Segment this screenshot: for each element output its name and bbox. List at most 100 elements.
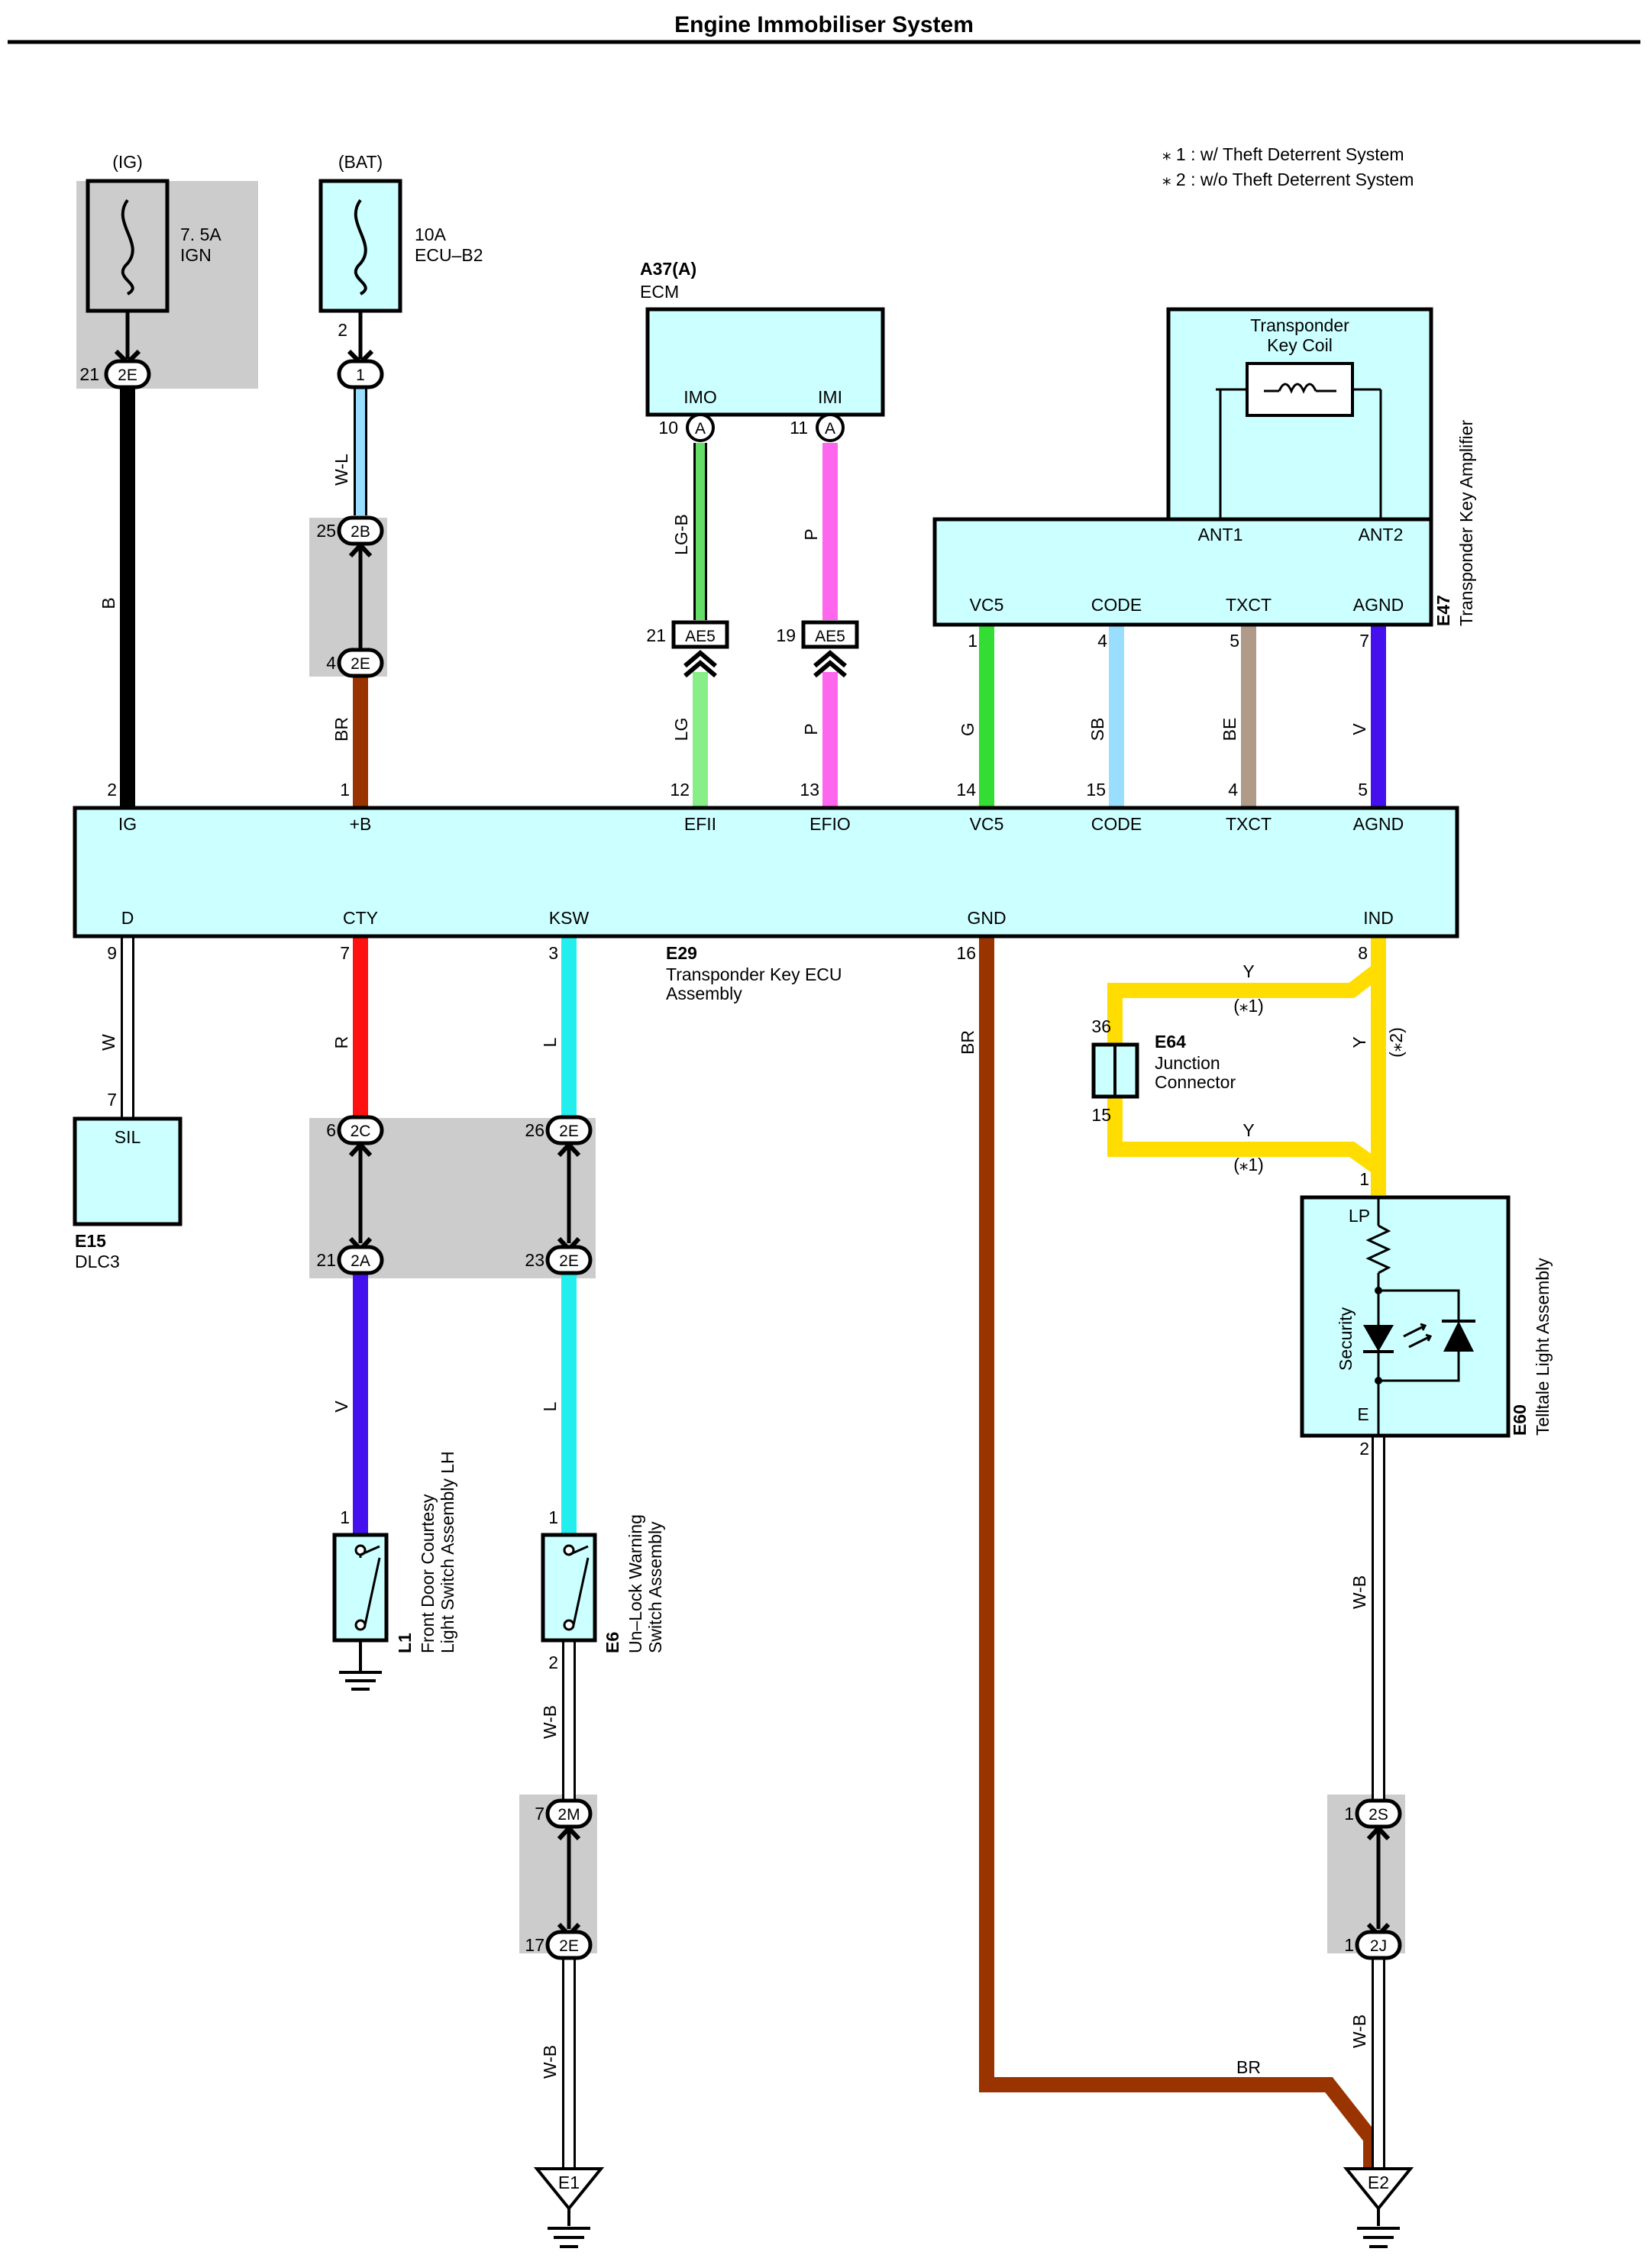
coil-icon xyxy=(1246,362,1354,417)
svg-text:VC5: VC5 xyxy=(970,595,1004,615)
svg-text:2: 2 xyxy=(1359,1439,1369,1459)
resistor-icon xyxy=(1365,1224,1391,1275)
svg-text:(⁎1): (⁎1) xyxy=(1233,996,1264,1016)
svg-text:2: 2 xyxy=(338,320,347,340)
svg-text:23: 23 xyxy=(525,1250,544,1270)
diode-icon xyxy=(1443,1321,1474,1352)
wire-gnd xyxy=(979,936,1378,2169)
svg-text:7: 7 xyxy=(1359,631,1369,651)
svg-text:EFIO: EFIO xyxy=(809,814,851,834)
svg-text:3: 3 xyxy=(548,943,558,963)
svg-text:21: 21 xyxy=(646,625,666,645)
junction-2m-2e: 2M 7 2E 17 xyxy=(525,1801,590,1958)
junction-2e-2e: 2E 26 2E 23 xyxy=(525,1117,590,1273)
svg-text:+B: +B xyxy=(350,814,372,834)
fuse-ecu-b2: (BAT) 10A ECU–B2 2 xyxy=(318,152,483,359)
note-2: ⁎ 2 : w/o Theft Deterrent System xyxy=(1162,170,1414,189)
svg-text:1: 1 xyxy=(1359,1169,1369,1189)
ecu-top-numbers: 2 1 12 13 14 15 4 5 xyxy=(107,780,1368,800)
ecu-bottom-pins: D CTY KSW GND IND xyxy=(121,908,1394,928)
svg-text:4: 4 xyxy=(1228,780,1238,800)
svg-text:7: 7 xyxy=(107,1090,117,1110)
svg-text:A37(A): A37(A) xyxy=(640,259,696,279)
svg-text:W: W xyxy=(99,1034,118,1051)
svg-text:Key Coil: Key Coil xyxy=(1267,335,1333,355)
led-icon xyxy=(1363,1325,1394,1352)
svg-text:(⁎1): (⁎1) xyxy=(1233,1155,1264,1174)
ecu-top-pins: IG +B EFII EFIO VC5 CODE TXCT AGND xyxy=(118,814,1404,834)
svg-text:L: L xyxy=(540,1037,560,1047)
wire-labels: B W-L BR LG-B P LG P G SB BE V W R L BR … xyxy=(99,454,1406,2079)
svg-text:L1: L1 xyxy=(395,1633,415,1653)
svg-text:Transponder Key ECU: Transponder Key ECU xyxy=(666,964,842,984)
svg-text:1: 1 xyxy=(356,367,365,384)
svg-text:4: 4 xyxy=(326,653,336,673)
transponder-amplifier: Transponder Key Coil ANT1 ANT2 VC5 CODE … xyxy=(932,307,1476,651)
svg-text:13: 13 xyxy=(800,780,819,800)
svg-text:(BAT): (BAT) xyxy=(338,152,383,172)
svg-text:LP: LP xyxy=(1349,1206,1370,1226)
svg-text:12: 12 xyxy=(670,780,690,800)
page-title: Engine Immobiliser System xyxy=(674,12,974,37)
svg-text:ECU–B2: ECU–B2 xyxy=(415,245,483,265)
svg-text:4: 4 xyxy=(1097,631,1107,651)
svg-text:7. 5A: 7. 5A xyxy=(180,225,221,244)
svg-text:E2: E2 xyxy=(1368,2173,1389,2192)
svg-text:LG: LG xyxy=(671,718,691,741)
svg-text:Un–Lock Warning: Un–Lock Warning xyxy=(625,1514,645,1653)
svg-text:2E: 2E xyxy=(559,1937,579,1955)
wire-jy-top xyxy=(1107,964,1384,1054)
svg-text:G: G xyxy=(958,722,977,736)
wires xyxy=(120,374,1386,2169)
svg-text:Transponder Key Amplifier: Transponder Key Amplifier xyxy=(1456,419,1476,626)
svg-text:5: 5 xyxy=(1358,780,1368,800)
svg-text:W-B: W-B xyxy=(1349,1575,1369,1609)
svg-text:Transponder: Transponder xyxy=(1250,315,1349,335)
svg-text:IGN: IGN xyxy=(180,245,212,265)
svg-text:W-B: W-B xyxy=(540,1705,560,1739)
junction-2b-2e: 2B 25 2E 4 xyxy=(316,518,382,676)
svg-text:17: 17 xyxy=(525,1935,544,1955)
svg-text:2E: 2E xyxy=(559,1123,579,1140)
svg-text:R: R xyxy=(331,1036,351,1049)
svg-text:ANT2: ANT2 xyxy=(1359,525,1404,544)
connector-1-bat: 1 xyxy=(339,349,382,387)
svg-text:7: 7 xyxy=(340,943,350,963)
svg-text:DLC3: DLC3 xyxy=(75,1252,120,1271)
svg-text:V: V xyxy=(1349,723,1369,735)
svg-text:25: 25 xyxy=(316,521,336,541)
svg-text:W-B: W-B xyxy=(540,2045,560,2079)
svg-text:1: 1 xyxy=(1344,1935,1354,1955)
svg-text:V: V xyxy=(331,1401,351,1413)
transponder-key-ecu: IG +B EFII EFIO VC5 CODE TXCT AGND 2 1 1… xyxy=(73,780,1459,1003)
svg-text:21: 21 xyxy=(316,1250,336,1270)
svg-text:W-B: W-B xyxy=(1349,2014,1369,2048)
svg-text:ANT1: ANT1 xyxy=(1198,525,1243,544)
svg-text:IMO: IMO xyxy=(683,387,716,407)
svg-text:BR: BR xyxy=(1236,2057,1261,2077)
svg-text:IMI: IMI xyxy=(818,387,842,407)
dlc3: 7 SIL E15 DLC3 xyxy=(73,1090,183,1271)
svg-text:Light Switch Assembly LH: Light Switch Assembly LH xyxy=(438,1451,457,1653)
svg-text:36: 36 xyxy=(1091,1016,1111,1036)
connector-ae5-efii: AE5 21 xyxy=(646,620,729,678)
svg-text:AGND: AGND xyxy=(1353,814,1404,834)
svg-text:7: 7 xyxy=(535,1804,544,1824)
svg-text:8: 8 xyxy=(1358,943,1368,963)
svg-text:Junction: Junction xyxy=(1155,1053,1220,1073)
svg-text:L: L xyxy=(540,1401,560,1411)
switch-l1: 1 L1 Front Door Courtesy Light Switch As… xyxy=(332,1451,457,1691)
svg-text:Y: Y xyxy=(1242,1120,1254,1140)
svg-text:BR: BR xyxy=(331,717,351,741)
svg-text:TXCT: TXCT xyxy=(1226,595,1272,615)
telltale-light-e60: 1 LP E Security 2 E60 Telltale Light Ass… xyxy=(1300,1169,1553,1459)
svg-text:Security: Security xyxy=(1336,1307,1356,1371)
svg-text:ECM: ECM xyxy=(640,282,679,302)
svg-text:2E: 2E xyxy=(118,367,137,384)
svg-text:2A: 2A xyxy=(351,1252,370,1270)
svg-text:2: 2 xyxy=(107,780,117,800)
svg-text:2E: 2E xyxy=(351,655,370,673)
svg-text:2E: 2E xyxy=(559,1252,579,1270)
svg-text:AE5: AE5 xyxy=(685,628,716,645)
